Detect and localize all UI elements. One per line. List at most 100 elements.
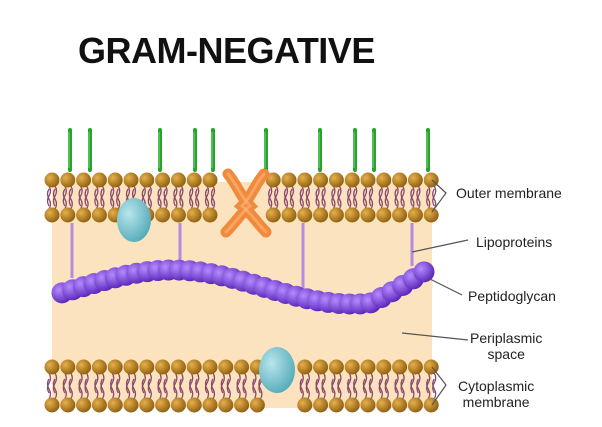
lipid-tail	[163, 188, 168, 210]
lipid-tail	[46, 372, 52, 394]
lipid-tail	[125, 372, 131, 394]
diagram-title: GRAM-NEGATIVE	[78, 30, 375, 71]
phospholipid-head	[344, 359, 360, 375]
lipid-tail	[315, 185, 320, 207]
lipid-tail	[110, 185, 115, 207]
lipid-tail	[368, 185, 374, 207]
lipid-tail	[315, 188, 320, 210]
phospholipid-head	[44, 172, 60, 188]
lipid-tail	[274, 185, 279, 207]
phospholipid-head	[407, 397, 423, 413]
outer-membrane-protein	[117, 198, 151, 242]
phospholipid-head	[107, 397, 123, 413]
phospholipid-head	[76, 397, 92, 413]
cytoplasmic-membrane-bilayer	[44, 359, 439, 413]
leader-lines	[401, 179, 469, 406]
lipid-tail	[432, 372, 437, 394]
lipid-tail	[110, 188, 115, 210]
lipid-tail	[226, 372, 231, 394]
lipid-tail	[100, 372, 105, 394]
lipid-tail	[116, 185, 121, 207]
outer-membrane-bracket	[431, 179, 447, 213]
lipid-tail	[210, 185, 216, 207]
cytoplasmic-membrane-protein	[259, 347, 295, 393]
lipid-tail	[62, 185, 67, 207]
lipid-tail	[416, 378, 421, 400]
phospholipid-head	[376, 172, 392, 188]
lipid-tail	[179, 372, 184, 394]
phospholipid-head	[360, 397, 376, 413]
phospholipid-head	[344, 172, 360, 188]
lipid-tail	[46, 188, 52, 210]
phospholipid-head	[155, 397, 171, 413]
lipid-tail	[432, 188, 437, 210]
phospholipid-head	[76, 359, 92, 375]
lipid-tail	[62, 372, 67, 394]
lipid-tail	[362, 188, 368, 210]
lipid-tail	[400, 185, 405, 207]
lipid-tail	[204, 185, 210, 207]
lipid-tail	[157, 372, 162, 394]
lipid-tail	[163, 185, 168, 207]
phospholipid-head	[328, 172, 344, 188]
lipid-tail	[210, 372, 216, 394]
lipid-tail	[299, 188, 304, 210]
lipid-tail	[274, 188, 279, 210]
phospholipid-head	[76, 207, 92, 223]
lipid-tail	[368, 372, 374, 394]
lipid-tail	[432, 378, 437, 400]
phospholipid-head	[297, 207, 313, 223]
phospholipid-head	[328, 397, 344, 413]
lipid-tail	[100, 378, 105, 400]
lipid-tail	[283, 188, 289, 210]
phospholipid-head	[91, 207, 107, 223]
lipid-tail	[62, 188, 67, 210]
lipid-tail	[347, 378, 352, 400]
phospholipid-head	[297, 359, 313, 375]
lipid-tail	[252, 372, 257, 394]
lipid-tail	[347, 188, 352, 210]
lipid-tail	[315, 378, 320, 400]
lipid-tail	[268, 185, 273, 207]
lipid-tail	[157, 185, 162, 207]
phospholipid-head	[139, 359, 155, 375]
lipid-tail	[268, 188, 273, 210]
peptidoglycan-unit	[413, 261, 435, 283]
lipid-tail	[362, 185, 368, 207]
peptidoglycan-leader	[427, 277, 463, 296]
lipid-tail	[220, 378, 225, 400]
lipid-tail	[416, 188, 421, 210]
lipid-tail	[52, 185, 58, 207]
phospholipid-head	[423, 207, 439, 223]
phospholipid-head	[155, 207, 171, 223]
lipid-tail	[394, 188, 399, 210]
lipid-tail	[78, 185, 83, 207]
lipid-tail	[163, 378, 168, 400]
lipoproteins-label: Lipoproteins	[476, 234, 553, 250]
lipid-tail	[384, 372, 389, 394]
lipid-tail	[157, 378, 162, 400]
phospholipid-head	[265, 172, 281, 188]
lipid-tail	[305, 372, 310, 394]
lipid-tail	[84, 372, 89, 394]
phospholipid-head	[91, 172, 107, 188]
lipid-tail	[78, 378, 83, 400]
phospholipid-head	[170, 397, 186, 413]
lipid-tail	[305, 378, 310, 400]
lipid-tail	[94, 185, 99, 207]
phospholipid-head	[313, 207, 329, 223]
phospholipid-head	[360, 172, 376, 188]
lipid-tail	[52, 372, 58, 394]
lipid-tail	[394, 378, 399, 400]
phospholipid-head	[423, 172, 439, 188]
phospholipid-head	[202, 397, 218, 413]
lipid-tail	[141, 378, 146, 400]
lipid-tail	[147, 188, 152, 210]
phospholipid-head	[360, 359, 376, 375]
lipid-tail	[195, 188, 200, 210]
lipid-tail	[116, 372, 121, 394]
outer-membrane-bilayer	[44, 172, 439, 223]
phospholipid-head	[186, 359, 202, 375]
lipid-tail	[394, 185, 399, 207]
